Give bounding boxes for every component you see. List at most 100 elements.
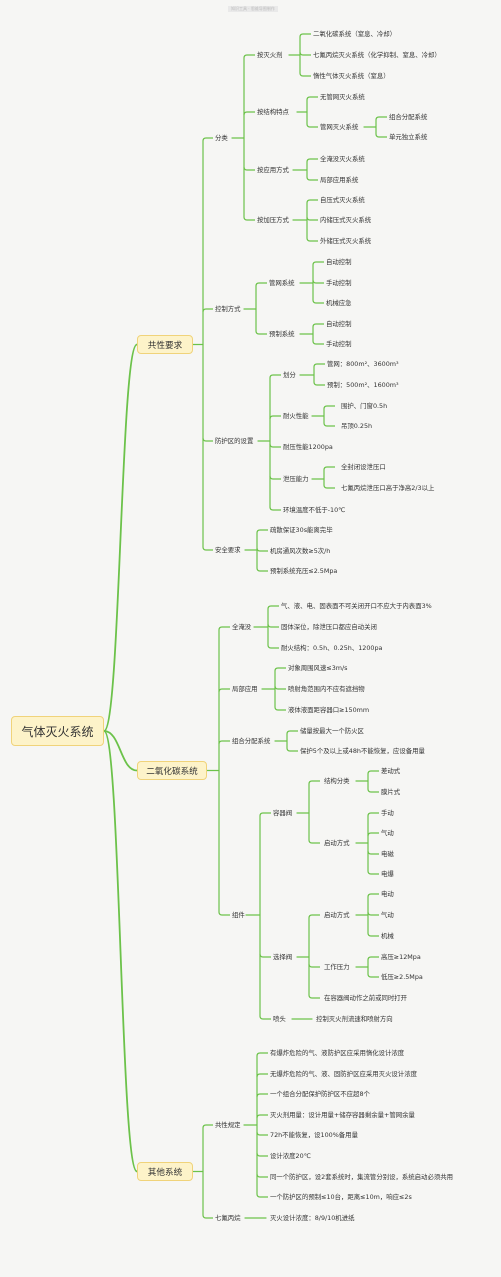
node-nozzle[interactable]: 喷头 xyxy=(273,1014,286,1023)
leaf-co2-total-1[interactable]: 固体深位，除泄压口都应自动关闭 xyxy=(281,622,377,631)
leaf-other-common-3[interactable]: 灭火剂用量：设计用量+储存容器剩余量+管网余量 xyxy=(270,1110,415,1119)
node-co2-components[interactable]: 组件 xyxy=(232,910,245,919)
leaf-valve-auto-1[interactable]: 气动 xyxy=(381,828,394,837)
valve-struct-arm xyxy=(367,770,379,775)
root-node[interactable]: 气体灭火系统 xyxy=(11,716,104,746)
node-zone-divide[interactable]: 划分 xyxy=(283,370,296,379)
leaf-co2-combo-0[interactable]: 储量按最大一个防火区 xyxy=(300,726,364,735)
leaf-fire-res-0[interactable]: 围护、门窗0.5h xyxy=(341,401,388,410)
leaf-control-pipe-2[interactable]: 机械应急 xyxy=(326,298,352,307)
leaf-pressure-1[interactable]: 内储压式灭火系统 xyxy=(320,215,372,224)
node-control-prefab[interactable]: 预制系统 xyxy=(269,329,295,338)
leaf-co2-total-2[interactable]: 耐火结构：0.5h、0.25h、1200pa xyxy=(281,643,383,652)
category-other[interactable]: 其他系统 xyxy=(137,1162,193,1181)
leaf-selector-open[interactable]: 在容器阀动作之前或同时打开 xyxy=(324,993,408,1002)
leaf-safety-0[interactable]: 疏散保证30s能离完毕 xyxy=(270,525,333,534)
leaf-other-common-2[interactable]: 一个组合分配保护防护区不应超8个 xyxy=(270,1089,370,1098)
leaf-co2-combo-1[interactable]: 保护5个及以上或48h不能恢复，应设备用量 xyxy=(300,746,425,755)
root-to-other xyxy=(103,730,138,1173)
node-control-pipe[interactable]: 管网系统 xyxy=(269,278,295,287)
leaf-co2-total-0[interactable]: 气、液、电、固表面不可关闭开口不应大于内表面3% xyxy=(281,601,432,610)
node-selector-actuation[interactable]: 启动方式 xyxy=(324,910,350,919)
node-selector-pressure[interactable]: 工作压力 xyxy=(324,962,350,971)
leaf-selector-press-0[interactable]: 高压≥12Mpa xyxy=(381,952,421,961)
leaf-valve-struct-0[interactable]: 差动式 xyxy=(381,766,401,775)
fire-res-arm xyxy=(323,405,335,410)
leaf-other-common-6[interactable]: 同一个防护区，设2套系统时，集流管分别设，系统启动必须共用 xyxy=(270,1172,454,1181)
leaf-total-flooding[interactable]: 全淹没灭火系统 xyxy=(320,154,365,163)
leaf-pressure-2[interactable]: 外储压式灭火系统 xyxy=(320,236,372,245)
node-valve-struct[interactable]: 结构分类 xyxy=(324,776,350,785)
leaf-selector-auto-1[interactable]: 气动 xyxy=(381,910,394,919)
leaf-control-pipe-0[interactable]: 自动控制 xyxy=(326,257,352,266)
by-application-arm xyxy=(306,158,318,163)
node-by-application[interactable]: 按应用方式 xyxy=(257,165,289,174)
leaf-valve-struct-1[interactable]: 膜片式 xyxy=(381,787,401,796)
leaf-control-pipe-1[interactable]: 手动控制 xyxy=(326,278,352,287)
leaf-other-common-1[interactable]: 无爆炸危险的气、液、固防护区应采用灭火设计浓度 xyxy=(270,1069,417,1078)
node-by-structure[interactable]: 按结构特点 xyxy=(257,107,289,116)
leaf-safety-2[interactable]: 预制系统充压≤2.5Mpa xyxy=(270,566,338,575)
leaf-agent-2[interactable]: 惰性气体灭火系统（窒息） xyxy=(313,71,390,80)
node-fire-resistance[interactable]: 耐火性能 xyxy=(283,411,309,420)
node-pressure-relief[interactable]: 泄压能力 xyxy=(283,474,309,483)
leaf-unit-independent[interactable]: 单元独立系统 xyxy=(389,132,428,141)
leaf-co2-local-2[interactable]: 液体液面距容器口≥150mm xyxy=(288,705,370,714)
leaf-local-application[interactable]: 局部应用系统 xyxy=(320,175,359,184)
leaf-co2-local-0[interactable]: 对象周围风速≤3m/s xyxy=(288,663,348,672)
leaf-fire-res-1[interactable]: 吊顶0.25h xyxy=(341,421,373,430)
leaf-agent-0[interactable]: 二氧化碳系统（窒息、冷却） xyxy=(313,29,397,38)
node-classify[interactable]: 分类 xyxy=(215,133,228,142)
leaf-safety-1[interactable]: 机房通风次数≥5次/h xyxy=(270,546,331,555)
co2-combo-arm xyxy=(286,730,298,735)
leaf-agent-1[interactable]: 七氟丙烷灭火系统（化学抑制、窒息、冷却） xyxy=(313,50,441,59)
leaf-valve-auto-2[interactable]: 电磁 xyxy=(381,849,394,858)
node-valve-actuation[interactable]: 启动方式 xyxy=(324,838,350,847)
leaf-relief-0[interactable]: 全封闭设泄压口 xyxy=(341,462,386,471)
leaf-control-prefab-0[interactable]: 自动控制 xyxy=(326,319,352,328)
node-by-agent[interactable]: 按灭火剂 xyxy=(257,50,283,59)
node-control-mode[interactable]: 控制方式 xyxy=(215,304,241,313)
node-safety-req[interactable]: 安全要求 xyxy=(215,545,241,554)
leaf-other-common-0[interactable]: 有爆炸危险的气、液防护区应采用惰化设计浓度 xyxy=(270,1048,405,1057)
leaf-hfc-desc[interactable]: 灭火设计浓度：8/9/10机进纸 xyxy=(270,1213,355,1222)
leaf-no-pipe-system[interactable]: 无管网灭火系统 xyxy=(320,92,365,101)
leaf-other-common-5[interactable]: 设计浓度20℃ xyxy=(270,1151,311,1160)
leaf-divide-0[interactable]: 管网：800m²、3600m³ xyxy=(327,359,399,368)
node-other-hfc[interactable]: 七氟丙烷 xyxy=(215,1213,241,1222)
by-pressure-arm xyxy=(306,199,318,204)
node-selector-valve[interactable]: 选择阀 xyxy=(273,952,293,961)
leaf-selector-press-1[interactable]: 低压≥2.5Mpa xyxy=(381,972,423,981)
leaf-pressure-0[interactable]: 自压式灭火系统 xyxy=(320,195,365,204)
node-co2-total-flooding[interactable]: 全淹没 xyxy=(232,622,252,631)
other-common-arm xyxy=(256,1152,268,1157)
node-by-pressure[interactable]: 按加压方式 xyxy=(257,215,289,224)
by-pressure-arm xyxy=(306,237,318,242)
by-structure-arm xyxy=(306,96,318,101)
leaf-divide-1[interactable]: 预制：500m²、1600m³ xyxy=(327,380,399,389)
category-general[interactable]: 共性要求 xyxy=(137,335,193,354)
leaf-other-common-4[interactable]: 72h不能恢复，设100%备用量 xyxy=(270,1130,358,1139)
node-container-valve[interactable]: 容器阀 xyxy=(273,808,293,817)
leaf-combined-distribution[interactable]: 组合分配系统 xyxy=(389,112,428,121)
leaf-control-prefab-1[interactable]: 手动控制 xyxy=(326,339,352,348)
leaf-co2-local-1[interactable]: 喷射角范围内不应有遮挡物 xyxy=(288,684,365,693)
category-co2[interactable]: 二氧化碳系统 xyxy=(137,761,207,780)
leaf-valve-auto-3[interactable]: 电爆 xyxy=(381,869,394,878)
control-pipe-arm xyxy=(312,279,324,284)
node-co2-local[interactable]: 局部应用 xyxy=(232,684,258,693)
node-pipe-system[interactable]: 管网灭火系统 xyxy=(320,122,359,131)
leaf-selector-auto-2[interactable]: 机械 xyxy=(381,931,394,940)
leaf-nozzle-desc[interactable]: 控制灭火剂流速和喷射方向 xyxy=(316,1014,393,1023)
node-co2-combined[interactable]: 组合分配系统 xyxy=(232,736,271,745)
leaf-selector-auto-0[interactable]: 电动 xyxy=(381,889,394,898)
leaf-pressure-resistance[interactable]: 耐压性能1200pa xyxy=(283,442,333,451)
node-other-common[interactable]: 共性规定 xyxy=(215,1120,241,1129)
leaf-valve-auto-0[interactable]: 手动 xyxy=(381,808,394,817)
co2-arm xyxy=(218,911,230,916)
node-zone-setting[interactable]: 防护区的设置 xyxy=(215,436,254,445)
leaf-ambient-temp[interactable]: 环境温度不低于-10℃ xyxy=(283,505,346,514)
selector-auto-arm xyxy=(367,932,379,937)
leaf-other-common-7[interactable]: 一个防护区的预制≤10台，距离≤10m，响应≤2s xyxy=(270,1192,412,1201)
leaf-relief-1[interactable]: 七氟丙烷泄压口高于净高2/3以上 xyxy=(341,483,435,492)
